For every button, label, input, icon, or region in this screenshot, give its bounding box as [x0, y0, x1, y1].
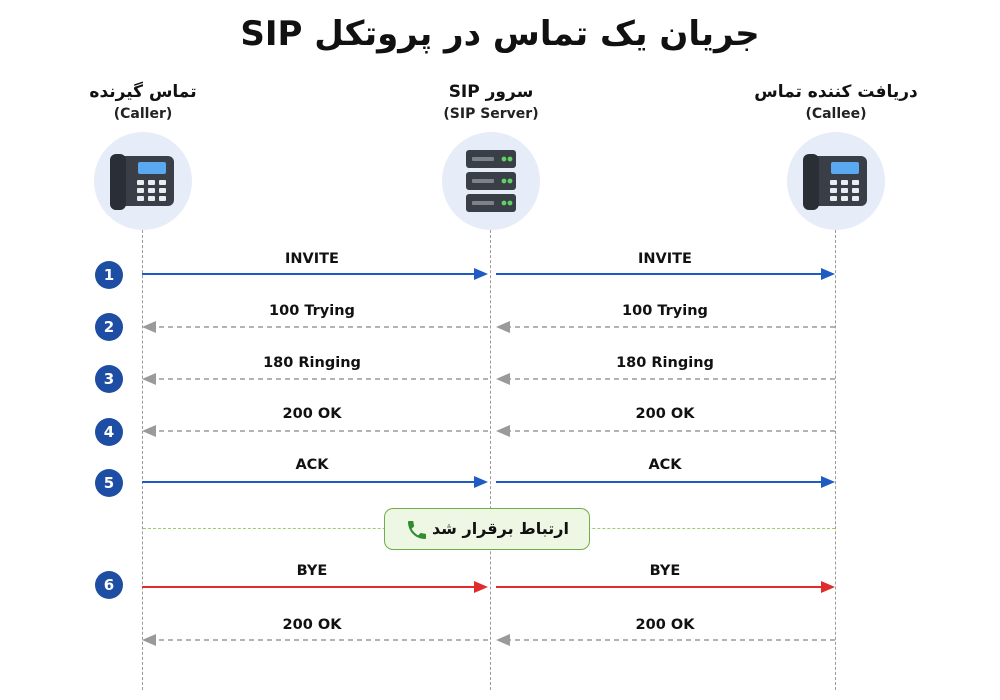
callee-lifeline: [835, 230, 836, 690]
message-label-bye: BYE: [296, 563, 328, 579]
message-arrow-head: [496, 373, 510, 385]
message-arrow-head: [474, 476, 488, 488]
message-label-ok: 200 OK: [282, 406, 342, 422]
party-name-en: (Caller): [113, 106, 173, 122]
party-name-fa: دریافت کننده تماس: [754, 82, 918, 102]
server-icon-circle: [442, 132, 540, 230]
call-established-badge: ارتباط برقرار شد: [384, 508, 590, 550]
call-established-label: ارتباط برقرار شد: [431, 519, 569, 538]
message-arrow-head: [142, 425, 156, 437]
message-arrow-head: [496, 425, 510, 437]
message-label-ringing: 180 Ringing: [263, 355, 361, 371]
message-label-ringing: 180 Ringing: [616, 355, 714, 371]
message-label-ok: 200 OK: [635, 406, 695, 422]
message-arrow-head: [496, 634, 510, 646]
step-badge-5: 5: [95, 469, 123, 497]
step-badge-2: 2: [95, 313, 123, 341]
message-label-ack: ACK: [295, 457, 329, 473]
message-arrow-head: [142, 634, 156, 646]
party-name-fa: تماس گیرنده: [89, 82, 197, 102]
message-arrow-head: [821, 581, 835, 593]
step-badge-4: 4: [95, 418, 123, 446]
message-arrow-head: [474, 581, 488, 593]
message-arrow-head: [496, 321, 510, 333]
callee-icon-circle: [787, 132, 885, 230]
desk-phone-icon: [803, 154, 867, 210]
party-name-fa: سرور SIP: [448, 82, 534, 102]
server-rack-icon: [466, 150, 516, 212]
party-callee: دریافت کننده تماس (Callee): [726, 82, 946, 122]
diagram-title: جریان یک تماس در پروتکل SIP: [240, 14, 760, 54]
server-lifeline: [490, 230, 491, 690]
party-name-en: (Callee): [805, 106, 867, 122]
message-label-invite: INVITE: [638, 251, 692, 267]
step-badge-1: 1: [95, 261, 123, 289]
message-arrow-head: [142, 321, 156, 333]
caller-lifeline: [142, 230, 143, 690]
message-arrow-head: [474, 268, 488, 280]
message-label-invite: INVITE: [285, 251, 339, 267]
phone-call-icon: [405, 518, 429, 546]
message-label-bye: BYE: [649, 563, 681, 579]
party-server: سرور SIP (SIP Server): [381, 82, 601, 122]
message-label-final-ok: 200 OK: [635, 617, 695, 633]
message-label-final-ok: 200 OK: [282, 617, 342, 633]
party-caller: تماس گیرنده (Caller): [33, 82, 253, 122]
step-badge-6: 6: [95, 571, 123, 599]
message-label-trying: 100 Trying: [269, 303, 355, 319]
caller-icon-circle: [94, 132, 192, 230]
message-arrow-head: [142, 373, 156, 385]
message-label-trying: 100 Trying: [622, 303, 708, 319]
desk-phone-icon: [110, 154, 174, 210]
message-arrow-head: [821, 476, 835, 488]
message-arrow-head: [821, 268, 835, 280]
message-label-ack: ACK: [648, 457, 682, 473]
party-name-en: (SIP Server): [443, 106, 539, 122]
step-badge-3: 3: [95, 365, 123, 393]
